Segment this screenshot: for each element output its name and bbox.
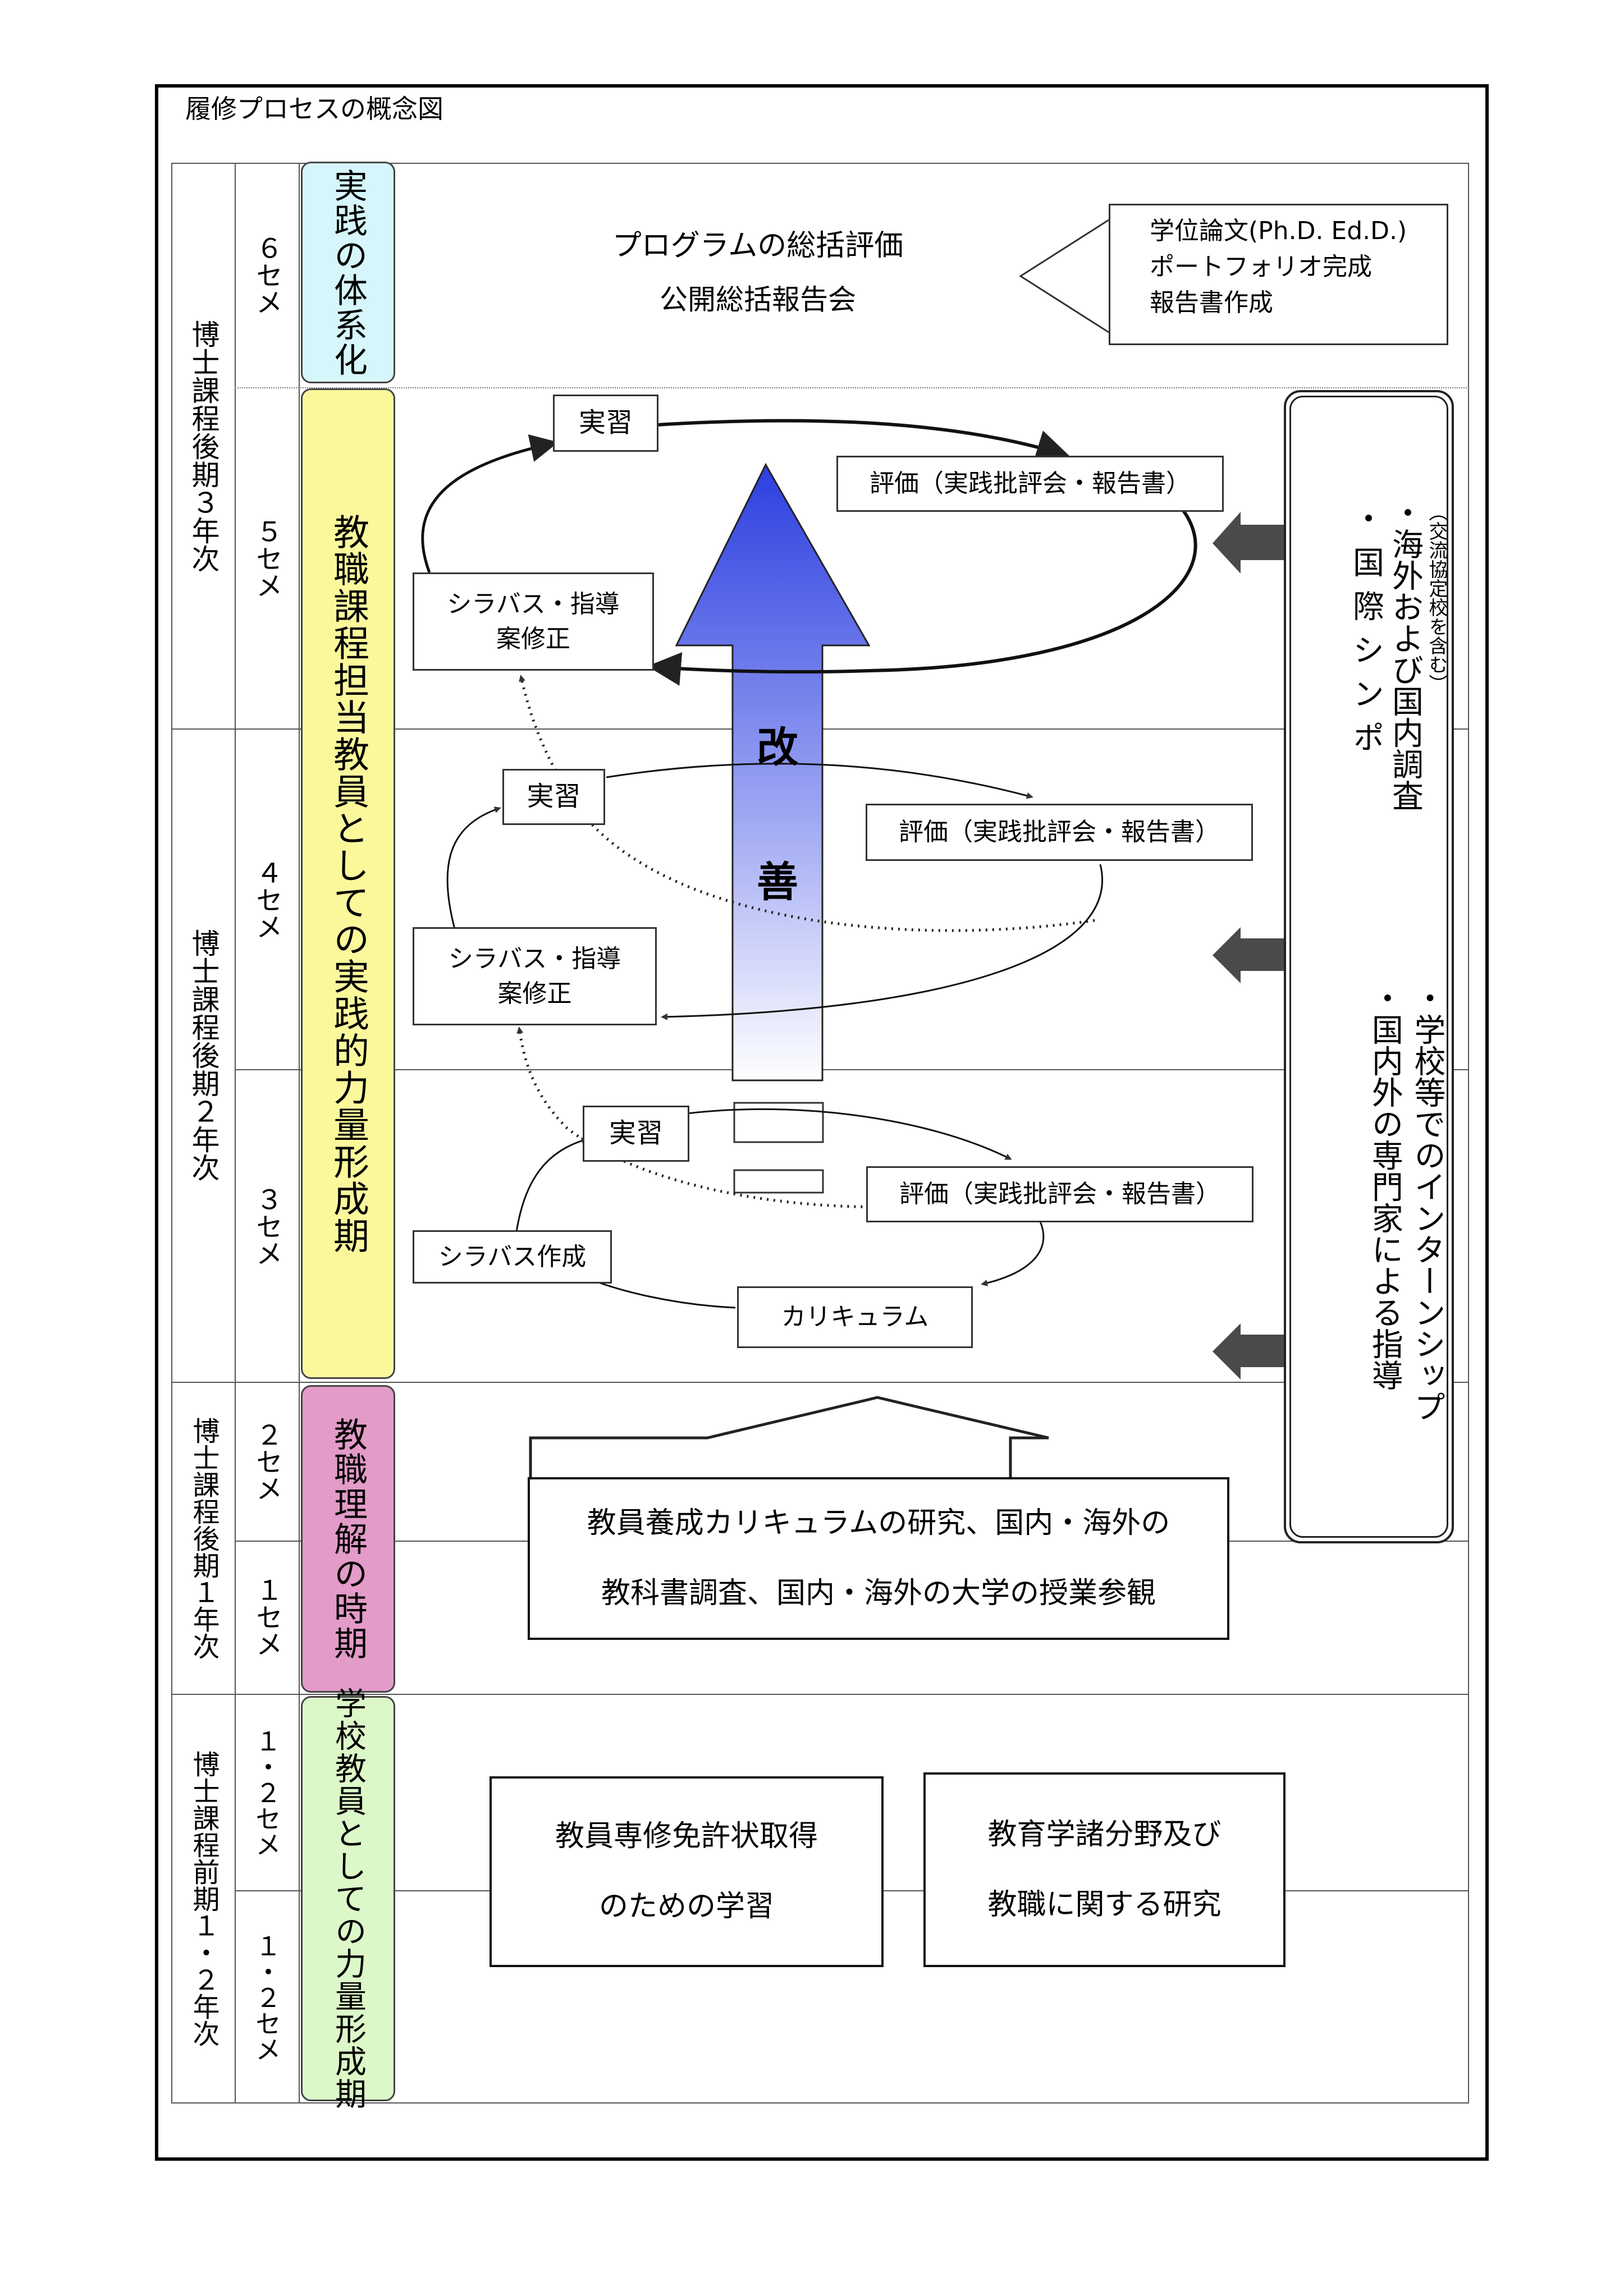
cycle3-curriculum-box: カリキュラム xyxy=(737,1286,973,1348)
side-line-symposium: ・国際シンポ xyxy=(1347,502,1384,765)
semester-6: ６セメ xyxy=(251,235,282,315)
research-line1: 教員養成カリキュラムの研究、国内・海外の xyxy=(587,1506,1170,1541)
program-evaluation-block: プログラムの総括評価 公開総括報告会 xyxy=(584,213,932,326)
side-line-experts: ・国内外の専門家による指導 xyxy=(1366,982,1403,1391)
side-arrow-5 xyxy=(1213,512,1284,574)
year-label-0: 博士課程前期１・２年次 xyxy=(187,1750,219,2047)
cycle3-arrow-practice-eval xyxy=(662,1108,1012,1160)
cycle3-practice-box: 実習 xyxy=(583,1106,689,1162)
year-label-3: 博士課程後期３年次 xyxy=(187,320,220,572)
masters-research-line2: 教職に関する研究 xyxy=(987,1887,1222,1922)
side-line-note: （交流協定校を含む） xyxy=(1425,502,1448,693)
cycle3-arrow-syllabus-practice xyxy=(515,1137,588,1232)
cycle4-syllabus-line2: 案修正 xyxy=(497,979,572,1008)
thesis-line1: 学位論文(Ph.D. Ed.D.) xyxy=(1150,217,1407,245)
cycle4-arrow-syllabus-practice xyxy=(446,806,501,929)
cycle4-practice-box: 実習 xyxy=(502,769,605,825)
grid-line-y2-y1 xyxy=(171,1382,1469,1383)
side-activities-inner xyxy=(1289,396,1448,1538)
side-arrow-3 xyxy=(1213,1323,1284,1380)
cycle4-arrow-practice-eval xyxy=(606,763,1033,799)
feedback-arrow-3-to-4 xyxy=(516,1026,977,1208)
cycle3-arrow-eval-curriculum xyxy=(981,1217,1045,1286)
semester-5: ５セメ xyxy=(251,518,282,599)
research-hollow-arrow xyxy=(529,1396,1049,1477)
cycle5-syllabus-box: シラバス・指導 案修正 xyxy=(413,572,654,671)
cycle3-evaluation-box: 評価（実践批評会・報告書） xyxy=(866,1166,1254,1222)
improvement-arrow xyxy=(675,462,871,1081)
research-box: 教員養成カリキュラムの研究、国内・海外の 教科書調査、国内・海外の大学の授業参観 xyxy=(528,1477,1229,1640)
cycle5-arrow-eval-syllabus xyxy=(647,492,1197,686)
year-label-2: 博士課程後期２年次 xyxy=(187,929,220,1181)
grid-line-y1-y0 xyxy=(171,1694,1469,1695)
year-label-1: 博士課程後期１年次 xyxy=(187,1417,219,1660)
cycle5-syllabus-line2: 案修正 xyxy=(496,624,570,653)
diagram-title: 履修プロセスの概念図 xyxy=(185,94,443,124)
cycle4-syllabus-box: シラバス・指導 案修正 xyxy=(413,927,657,1025)
semester-1: １セメ xyxy=(251,1577,282,1657)
improvement-char-1: 改 xyxy=(757,723,798,772)
thesis-arrow-head xyxy=(1019,219,1109,333)
research-line2: 教科書調査、国内・海外の大学の授業参観 xyxy=(601,1577,1156,1610)
phase-systematization: 実践の体系化 xyxy=(301,162,395,383)
grid-vline-semesters xyxy=(299,163,300,2103)
improvement-char-2: 善 xyxy=(757,858,798,906)
cycle4-arrow-eval-syllabus xyxy=(661,864,1104,1020)
diagram-frame xyxy=(155,84,1489,2161)
thesis-line2: ポートフォリオ完成 xyxy=(1150,252,1372,281)
thesis-box: 学位論文(Ph.D. Ed.D.) ポートフォリオ完成 報告書作成 xyxy=(1109,204,1448,345)
cycle5-syllabus-line1: シラバス・指導 xyxy=(447,589,620,618)
side-line-survey: ・海外および国内調査 xyxy=(1387,497,1424,811)
thesis-line3: 報告書作成 xyxy=(1150,288,1273,317)
side-arrow-4 xyxy=(1213,927,1284,983)
semester-2: ２セメ xyxy=(251,1421,282,1502)
phase-understanding: 教職理解の時期 xyxy=(301,1385,395,1693)
semester-4: ４セメ xyxy=(251,859,282,940)
program-eval-line2: 公開総括報告会 xyxy=(660,283,856,316)
grid-line-6-5 xyxy=(235,387,1469,388)
improvement-dash-2 xyxy=(733,1169,824,1194)
phase-school-teacher: 学校教員としての力量形成期 xyxy=(301,1687,395,2110)
masters-license-line1: 教員専修免許状取得 xyxy=(555,1820,818,1854)
side-activities-box xyxy=(1284,390,1454,1543)
cycle4-syllabus-line1: シラバス・指導 xyxy=(448,944,621,973)
cycle4-evaluation-box: 評価（実践批評会・報告書） xyxy=(866,804,1253,861)
phase-practical-competence: 教職課程担当教員としての実践的力量形成期 xyxy=(301,388,395,1379)
grid-line-4-3 xyxy=(235,1069,1469,1070)
semester-3: ３セメ xyxy=(251,1185,282,1267)
semester-master-1: １・２セメ xyxy=(251,1728,282,1857)
grid-box xyxy=(171,163,1469,2103)
side-line-internship: ・学校等でのインターンシップ xyxy=(1409,982,1445,1422)
masters-license-box: 教員専修免許状取得 のための学習 xyxy=(490,1776,884,1967)
cycle5-arrow-syllabus-practice xyxy=(421,434,559,573)
cycle5-evaluation-box: 評価（実践批評会・報告書） xyxy=(836,456,1224,512)
cycle5-practice-box: 実習 xyxy=(553,395,658,452)
semester-master-2: １・２セメ xyxy=(251,1933,282,2062)
side-activities-text-lower: ・学校等でのインターンシップ ・国内外の専門家による指導 xyxy=(1308,982,1448,1487)
masters-license-line2: のための学習 xyxy=(598,1890,774,1923)
program-eval-line1: プログラムの総括評価 xyxy=(612,228,904,263)
side-activities-text: （交流協定校を含む） ・海外および国内調査 ・国際シンポ xyxy=(1308,497,1448,1456)
grid-vline-years xyxy=(235,163,236,2103)
cycle5-arrow-practice-eval xyxy=(656,419,1071,463)
masters-research-box: 教育学諸分野及び 教職に関する研究 xyxy=(923,1772,1286,1967)
masters-research-line1: 教育学諸分野及び xyxy=(987,1817,1222,1852)
cycle3-syllabus-box: シラバス作成 xyxy=(413,1230,612,1284)
